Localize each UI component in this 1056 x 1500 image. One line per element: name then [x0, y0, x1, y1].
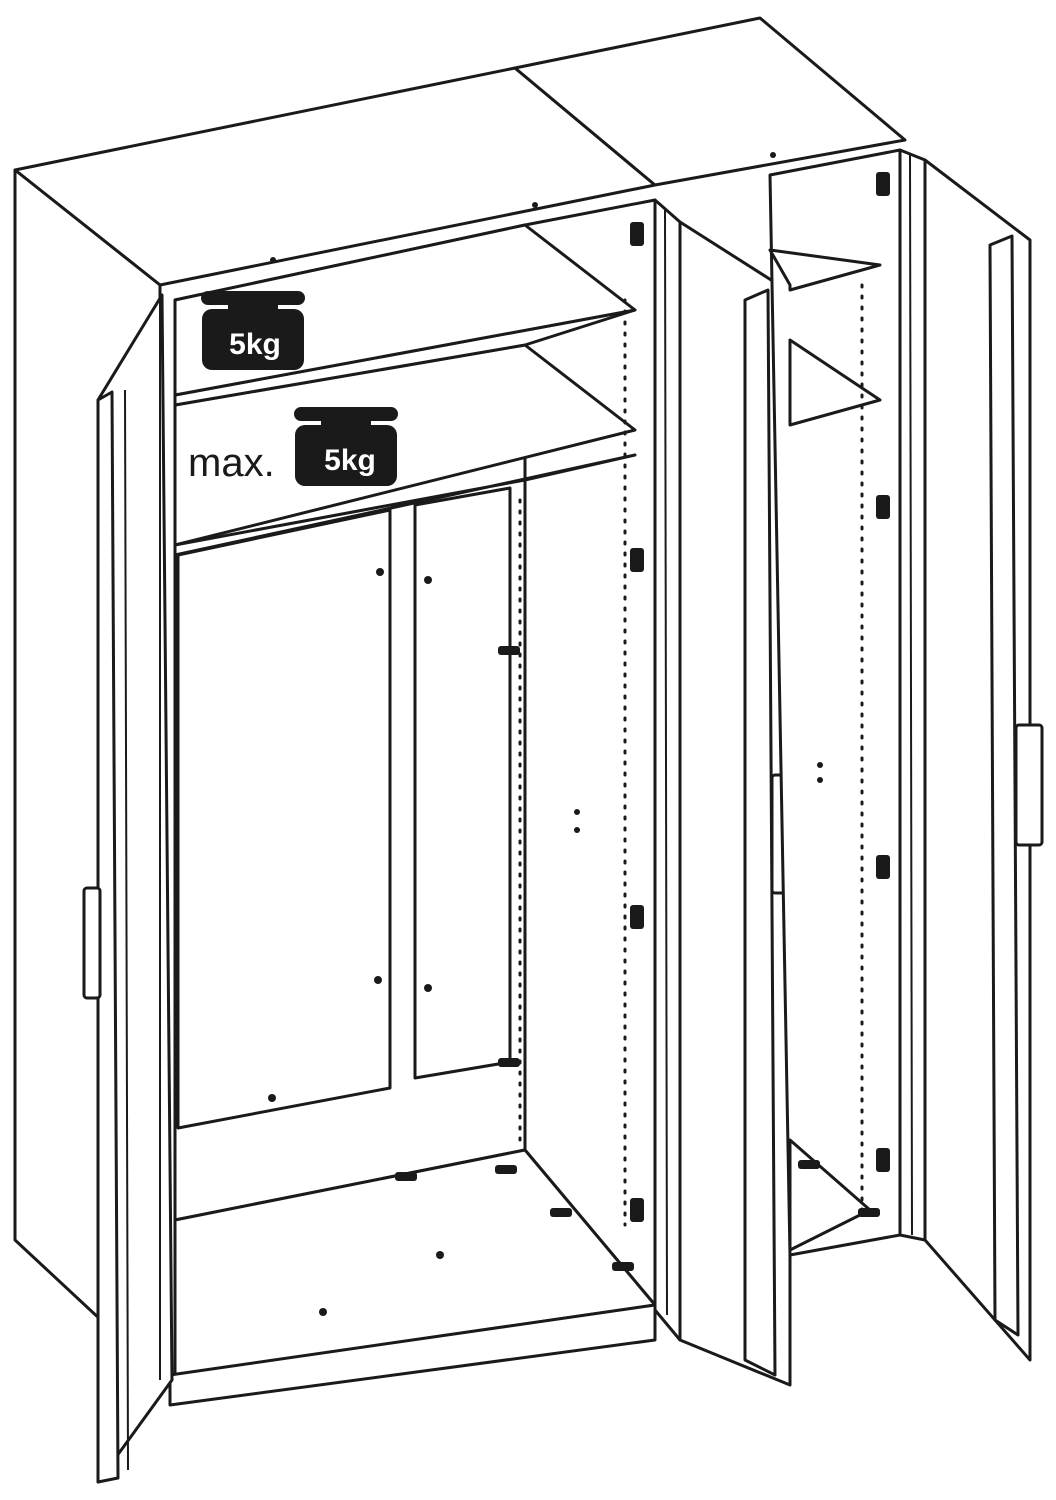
floor-bracket [612, 1262, 634, 1271]
right-cabinet-back [768, 148, 902, 1257]
middle-door-groove [664, 209, 668, 1316]
floor-bracket [858, 1208, 880, 1217]
left-door-edge [96, 390, 120, 1484]
screw-hole [817, 777, 823, 783]
lower-weight-badge: max. 5kg [188, 407, 398, 486]
right-upper-shelf [768, 248, 882, 292]
right-door-groove [909, 154, 913, 1236]
lower-shelf [173, 453, 637, 557]
floor-bracket [495, 1165, 517, 1174]
screw-hole [374, 976, 382, 984]
hinge [876, 172, 890, 196]
upper-weight-label: 5kg [229, 328, 281, 361]
screw-hole [574, 827, 580, 833]
screw-hole [268, 1094, 276, 1102]
screw-hole [436, 1251, 444, 1259]
left-door-handle [82, 886, 102, 1000]
right-doors [898, 148, 1044, 1362]
right-cabinet [513, 16, 907, 1257]
right-door-handle [1014, 723, 1044, 847]
screw-hole [270, 257, 276, 263]
lower-weight-label: 5kg [324, 444, 376, 477]
screw-hole [319, 1308, 327, 1316]
screw-hole [574, 809, 580, 815]
max-label: max. [188, 441, 275, 485]
left-door [82, 293, 174, 1484]
right-cabinet-top [513, 16, 907, 187]
right-lower-shelf [788, 338, 882, 427]
screw-hole [424, 984, 432, 992]
screw-hole [376, 568, 384, 576]
left-door-groove [124, 389, 129, 1471]
hinge [876, 855, 890, 879]
screw-hole [532, 202, 538, 208]
screw-hole [817, 762, 823, 768]
floor-bracket [798, 1160, 820, 1169]
left-cabinet [13, 66, 657, 1407]
weight-icon [294, 407, 398, 486]
hinge [876, 495, 890, 519]
back-panel-left [176, 508, 392, 1130]
hinge [630, 222, 644, 246]
floor-bracket [550, 1208, 572, 1217]
hinge [630, 1198, 644, 1222]
weight-icon [201, 291, 305, 370]
screw-hole [424, 576, 432, 584]
upper-weight-badge: 5kg [201, 291, 305, 370]
hinge [630, 905, 644, 929]
shelf-bracket [498, 1058, 520, 1067]
floor-bracket [395, 1172, 417, 1181]
right-door-edge [988, 234, 1020, 1337]
middle-door-edge [743, 288, 777, 1377]
left-cabinet-plinth [168, 1303, 657, 1407]
hinge [630, 548, 644, 572]
shelf-bracket [498, 646, 520, 655]
middle-doors [653, 198, 800, 1387]
hinge [876, 1148, 890, 1172]
screw-hole [770, 152, 776, 158]
